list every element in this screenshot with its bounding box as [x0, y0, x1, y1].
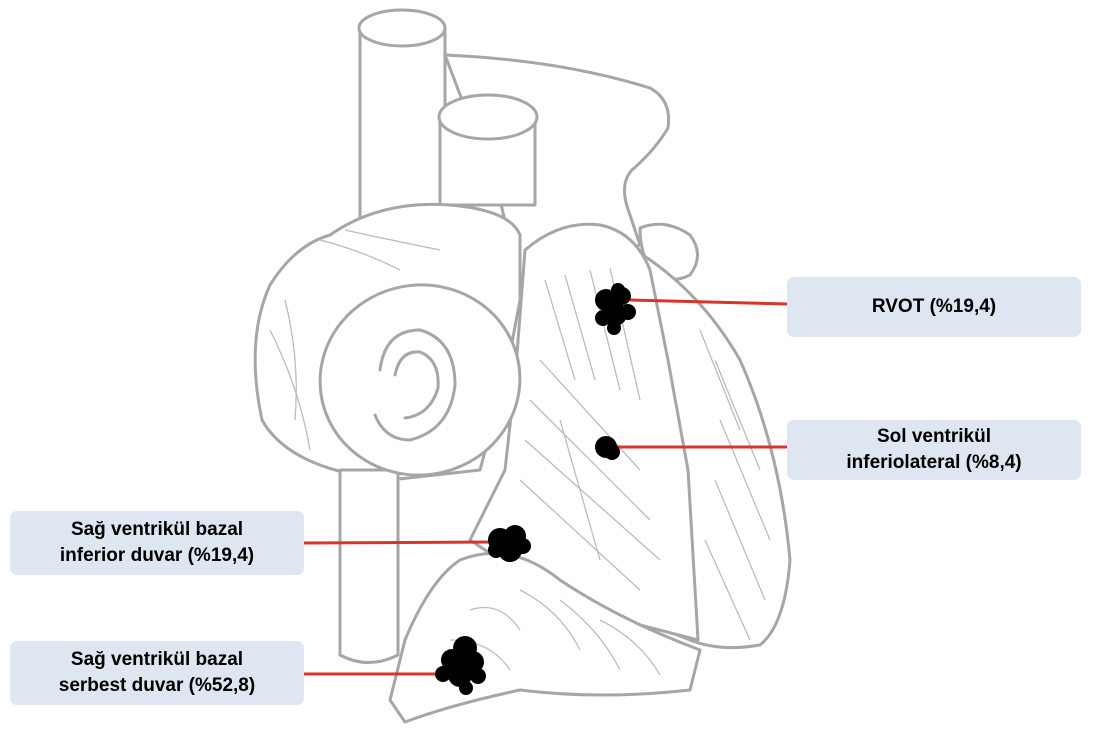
label-rvot: RVOT (%19,4): [787, 277, 1081, 337]
label-sag-bazal-serbest: Sağ ventrikül bazal serbest duvar (%52,8…: [10, 641, 304, 705]
aorta: [439, 95, 537, 205]
superior-vena-cava: [359, 10, 445, 230]
label-sag-bazal-serbest-text: Sağ ventrikül bazal serbest duvar (%52,8…: [59, 647, 255, 698]
label-sol-ventrikul: Sol ventrikül inferiolateral (%8,4): [787, 420, 1081, 480]
label-sol-ventrikul-text: Sol ventrikül inferiolateral (%8,4): [846, 424, 1021, 475]
inferior-vena-cava: [340, 470, 398, 663]
leader-line-bazal-inferior: [304, 542, 495, 543]
label-sag-bazal-inferior-text: Sağ ventrikül bazal inferior duvar (%19,…: [60, 517, 254, 568]
label-sag-bazal-inferior: Sağ ventrikül bazal inferior duvar (%19,…: [10, 511, 304, 575]
label-rvot-text: RVOT (%19,4): [872, 294, 996, 320]
